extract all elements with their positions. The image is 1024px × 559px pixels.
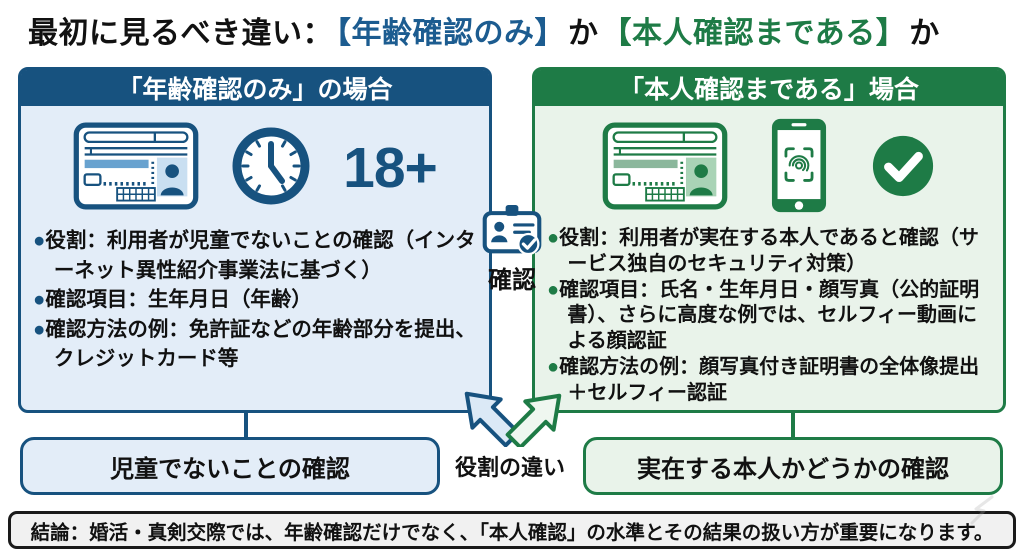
clock-icon: [229, 124, 313, 213]
identity-bullet-list: ●役割：利用者が実在する本人であると確認（サービス独自のセキュリティ対策） ●確…: [547, 226, 995, 407]
id-card-icon: [73, 122, 199, 215]
bullet-text: 確認方法の例：顔写真付き証明書の全体像提出＋セルフィー認証: [559, 355, 980, 404]
bullet-item: ●確認方法の例：免許証などの年齢部分を提出、クレジットカード等: [33, 315, 481, 374]
title-option-age-only: 【年齢確認のみ】: [336, 17, 565, 50]
bullet-text: 確認方法の例：免許証などの年齢部分を提出、クレジットカード等: [45, 317, 476, 371]
page-title: 最初に見るべき違い：【年齢確認のみ】か【本人確認まである】か: [28, 8, 1008, 52]
identity-icons-row: [535, 118, 1003, 215]
smartphone-fingerprint-icon: [770, 117, 828, 219]
bullet-dot: ●: [33, 317, 46, 341]
identity-summary-box: 実在する本人かどうかの確認: [583, 437, 1003, 495]
diverging-arrows-icon: [448, 377, 578, 452]
identity-panel-header: 「本人確認まである」場合: [535, 70, 1003, 106]
bullet-dot: ●: [547, 278, 560, 301]
bullet-dot: ●: [33, 288, 46, 312]
badge-label: 確認: [488, 267, 536, 294]
conclusion-bar: 結論：婚活・真剣交際では、年齢確認だけでなく、「本人確認」の水準とその結果の扱い…: [8, 511, 1016, 549]
bullet-text: 確認項目：氏名・生年月日・顔写真（公的証明書）、さらに高度な例では、セルフィー動…: [559, 278, 980, 353]
check-circle-icon: [870, 133, 936, 204]
age-only-bullet-list: ●役割：利用者が児童でないことの確認（インターネット異性紹介事業法に基づく） ●…: [33, 226, 481, 374]
id-card-icon: [602, 122, 728, 215]
bullet-text: 役割：利用者が児童でないことの確認（インターネット異性紹介事業法に基づく）: [45, 229, 476, 282]
bullet-item: ●確認方法の例：顔写真付き証明書の全体像提出＋セルフィー認証: [547, 355, 995, 407]
age-18plus-label: 18+: [343, 136, 438, 200]
connector-line-green: [791, 411, 795, 438]
age-only-icons-row: 18+: [21, 122, 489, 214]
bullet-dot: ●: [547, 227, 560, 249]
title-mid: か: [568, 17, 599, 50]
title-suffix: か: [909, 17, 940, 50]
connector-line-blue: [244, 411, 248, 438]
age-only-summary-box: 児童でないことの確認: [20, 437, 440, 495]
bullet-text: 確認項目：生年月日（年齢）: [45, 288, 312, 312]
bullet-dot: ●: [547, 355, 560, 378]
bullet-item: ●役割：利用者が実在する本人であると確認（サービス独自のセキュリティ対策）: [547, 226, 995, 278]
bullet-text: 役割：利用者が実在する本人であると確認（サービス独自のセキュリティ対策）: [559, 227, 979, 275]
title-option-identity: 【本人確認まである】: [601, 17, 907, 50]
id-badge-check-icon: [482, 202, 542, 262]
bullet-dot: ●: [33, 229, 46, 252]
title-prefix: 最初に見るべき違い：: [28, 17, 333, 50]
watermark-arrow-artifact: [962, 495, 996, 530]
bullet-item: ●役割：利用者が児童でないことの確認（インターネット異性紹介事業法に基づく）: [33, 226, 481, 285]
identity-panel: 「本人確認まである」場合: [532, 67, 1006, 413]
bullet-item: ●確認項目：氏名・生年月日・顔写真（公的証明書）、さらに高度な例では、セルフィー…: [547, 278, 995, 355]
age-only-panel-header: 「年齢確認のみ」の場合: [21, 70, 489, 106]
bullet-item: ●確認項目：生年月日（年齢）: [33, 285, 481, 315]
roles-difference-label: 役割の違い: [454, 455, 565, 480]
age-only-panel: 「年齢確認のみ」の場合: [18, 67, 492, 413]
